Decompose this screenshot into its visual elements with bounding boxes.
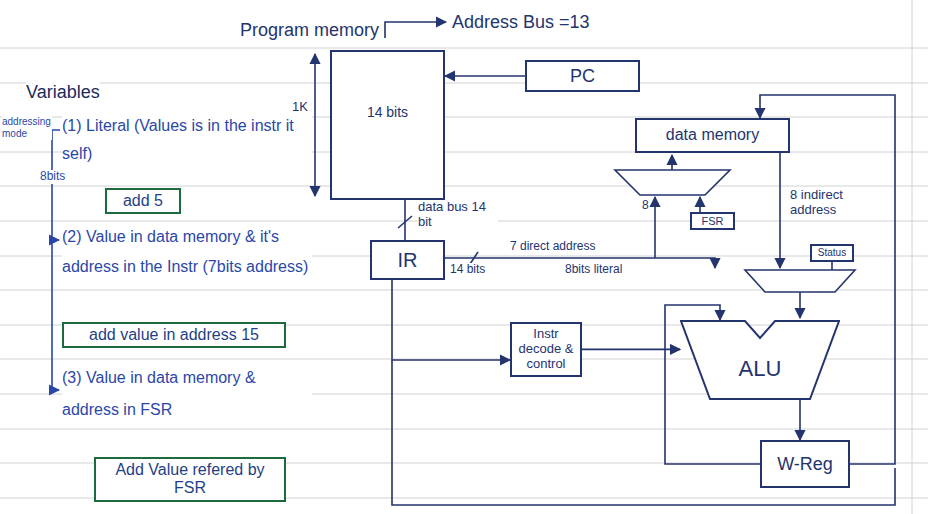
- connector: [404, 200, 406, 240]
- dimension-label: 1K: [292, 100, 308, 115]
- addressing-mode-bracket: [52, 130, 60, 390]
- box-title: W-Reg: [777, 454, 833, 475]
- connector: [392, 280, 510, 360]
- result-bus: [392, 360, 895, 505]
- note-text: (3) Value in data memory & address in FS…: [62, 362, 312, 426]
- section-heading: Variables: [26, 82, 100, 103]
- pc-register: PC: [525, 60, 640, 92]
- side-note: addressing mode: [2, 116, 52, 140]
- mux-to-memory: [671, 155, 673, 170]
- status-line: [831, 262, 833, 270]
- instruction-register: IR: [370, 240, 445, 280]
- status-register: Status: [810, 244, 854, 262]
- box-title: IR: [398, 249, 418, 272]
- program-memory: Program memory14 bits: [330, 50, 445, 200]
- alu: ALU: [680, 320, 840, 400]
- box-text: 14 bits: [332, 104, 443, 120]
- address-bus-arrow: [385, 22, 446, 38]
- note-text: (1) Literal (Values is in the instr it s…: [62, 112, 312, 168]
- bus-label: 14 bits: [450, 263, 485, 277]
- bus-label: data bus 14 bit: [418, 200, 498, 230]
- w-register: W-Reg: [760, 440, 850, 488]
- addressing-mode-arrow: [52, 239, 59, 241]
- note-text: (2) Value in data memory & it's address …: [62, 222, 312, 282]
- box-title: Program memory: [240, 20, 379, 41]
- box-title: Add Value refered by FSR: [102, 461, 278, 498]
- signal-label: 7 direct address: [510, 240, 595, 254]
- note-text: 8bits: [40, 170, 65, 184]
- box-title: Status: [818, 247, 846, 259]
- control-unit: Instr decode & control: [510, 322, 582, 377]
- bus-width: 8: [642, 199, 649, 213]
- signal-label: 8 indirect address: [790, 188, 872, 218]
- operand-mux: [745, 270, 855, 292]
- example-box: add value in address 15: [62, 322, 286, 348]
- fsr-line: [699, 197, 701, 212]
- box-title: add value in address 15: [89, 326, 259, 344]
- connector: [445, 75, 525, 77]
- connector: [799, 400, 801, 440]
- address-mux: [615, 170, 730, 195]
- box-title: Instr decode & control: [514, 327, 578, 372]
- box-title: data memory: [666, 126, 759, 144]
- mux-to-alu: [799, 292, 801, 318]
- fsr-register: FSR: [690, 212, 735, 230]
- signal-label: 8bits literal: [565, 263, 622, 277]
- box-title: PC: [570, 66, 595, 87]
- size-arrow-1k: [314, 54, 316, 196]
- direct-address-line: [654, 197, 656, 258]
- bus-label: Address Bus =13: [452, 12, 590, 33]
- example-box: add 5: [105, 188, 181, 214]
- alu-shape: [681, 321, 839, 399]
- memory-output: [779, 153, 781, 268]
- box-title: add 5: [123, 192, 163, 210]
- box-title: ALU: [739, 356, 782, 381]
- box-title: FSR: [702, 215, 724, 228]
- example-box: Add Value refered by FSR: [94, 457, 286, 502]
- data-memory: data memory: [635, 118, 790, 153]
